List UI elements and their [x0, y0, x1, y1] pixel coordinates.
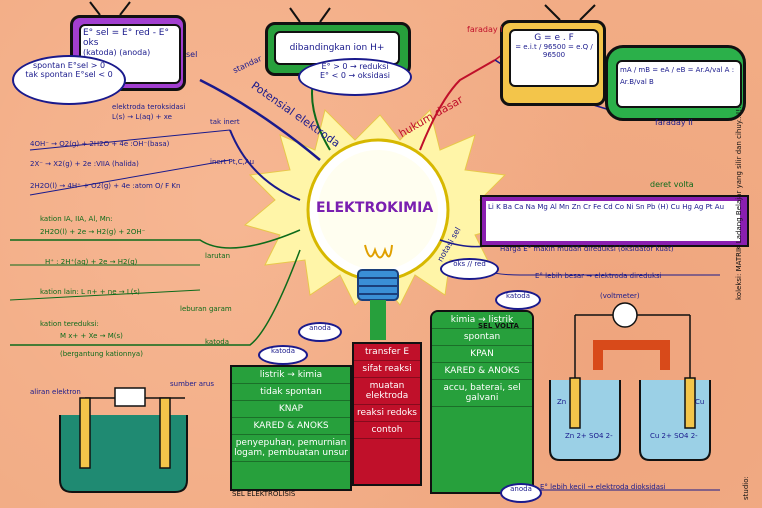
cu-label: Cu — [695, 398, 705, 406]
larutan-label: larutan — [205, 252, 231, 260]
inert-label: inert Pt,C,Au — [210, 158, 255, 166]
elektroda-heading: elektroda teroksidasi — [112, 103, 186, 111]
katoda-left-label: katoda — [205, 338, 229, 346]
elektrolisis-row-4: penyepuhan, pemurnian logam, pembuatan u… — [232, 435, 350, 462]
branch-sel: sel — [186, 50, 198, 59]
elektrolisis-row-1: tidak spontan — [232, 384, 350, 401]
standar-oksidasi: E° < 0 → oksidasi — [319, 71, 390, 80]
center-row-1: sifat reaksi — [354, 361, 420, 378]
standar-text: dibandingkan ion H+ — [289, 43, 385, 53]
anoda-volta-badge: anoda — [500, 483, 542, 503]
kation-4-reaction: M x+ + Xe → M(s) — [60, 332, 123, 340]
spontan-oval: spontan E°sel > 0 tak spontan E°sel < 0 — [12, 55, 126, 105]
electrolysis-beaker-diagram — [59, 387, 188, 493]
bulb-inner — [318, 150, 438, 270]
katoda-badge: katoda — [258, 345, 308, 365]
kation-4: kation tereduksi: — [40, 320, 99, 328]
bergantung-label: (bergantung kationnya) — [60, 350, 143, 358]
tak-spontan-text: tak spontan E°sel < 0 — [25, 70, 113, 79]
faraday-screen: G = e . F = e.i.t / 96500 = e.Q / 96500 — [509, 29, 599, 87]
reaction-1: 4OH⁻ → O2(g) + 2H2O + 4e :OH⁻(basa) — [30, 140, 170, 148]
volta-row-1: spontan — [432, 329, 532, 346]
reaction-3: 2H2O(l) → 4H⁺ + O2(g) + 4e :atom O/ F Kn — [30, 182, 181, 190]
sel-formula: E° sel = E° red - E° oks — [83, 28, 169, 48]
volta-row-4: accu, baterai, sel galvani — [432, 380, 532, 407]
volta-row-3: KARED & ANOKS — [432, 363, 532, 380]
volta-row-0: kimia → listrik — [432, 312, 532, 329]
center-row-2: muatan elektroda — [354, 378, 420, 405]
sumber-label: sumber arus — [170, 380, 215, 388]
faraday-f3: mA / mB = eA / eB = Ar.A/val A : Ar.B/va… — [616, 60, 742, 108]
kation-3: kation lain: L n+ + ne → L(s) — [40, 288, 140, 296]
radio-faraday-2: mA / mB = eA / eB = Ar.A/val A : Ar.B/va… — [605, 45, 746, 121]
kation-1-reaction: 2H2O(l) + 2e → H2(g) + 2OH⁻ — [40, 228, 146, 236]
deret-kecil: E° lebih kecil → elektroda dioksidasi — [540, 483, 666, 491]
voltmeter-label: (voltmeter) — [600, 292, 640, 300]
zn-ion-label: Zn 2+ SO4 2- — [565, 432, 613, 440]
main-title: ELEKTROKIMIA — [316, 200, 434, 216]
faraday-label-1: faraday I — [467, 25, 503, 34]
leburan-label: leburan garam — [180, 305, 232, 313]
deret-besar: E° lebih besar → elektroda direduksi — [535, 272, 662, 280]
volta-cell-diagram — [549, 302, 711, 461]
deret-box: Li K Ba Ca Na Mg Al Mn Zn Cr Fe Cd Co Ni… — [480, 195, 749, 247]
faraday-label-2: faraday II — [655, 118, 693, 127]
sel-formula-sub: (katoda) (anoda) — [83, 48, 151, 57]
bulb-stem — [370, 300, 386, 340]
deret-series: Li K Ba Ca Na Mg Al Mn Zn Cr Fe Cd Co Ni… — [486, 201, 740, 241]
tak-inert-label: tak inert — [210, 118, 240, 126]
aliran-label: aliran elektron — [30, 388, 81, 396]
center-row-3: reaksi redoks — [354, 405, 420, 422]
elektrolisis-row-0: listrik → kimia — [232, 367, 350, 384]
bulb-filament — [364, 244, 393, 259]
faraday-f1: G = e . F — [534, 33, 574, 43]
cu-ion-label: Cu 2+ SO4 2- — [650, 432, 698, 440]
kation-2: H⁺ : 2H⁺(aq) + 2e → H2(g) — [45, 258, 138, 266]
elektroda-l1: L(s) → L(aq) + xe — [112, 113, 172, 121]
credit-koleksi: koleksi: MATRIK Ladang Belajar yang sili… — [735, 105, 743, 300]
elektrolisis-row-3: KARED & ANOKS — [232, 418, 350, 435]
volta-label: SEL VOLTA — [478, 322, 519, 330]
standar-oval: E° > 0 → reduksi E° < 0 → oksidasi — [298, 58, 412, 96]
center-row-4: contoh — [354, 422, 420, 439]
elektrolisis-row-2: KNAP — [232, 401, 350, 418]
deret-note: Harga E° makin mudah direduksi (oksidato… — [500, 245, 674, 253]
credit-studio: studio: — [742, 476, 750, 500]
anoda-badge: anoda — [298, 322, 342, 342]
reaction-2: 2X⁻ → X2(g) + 2e :VIIA (halida) — [30, 160, 139, 168]
zn-label: Zn — [557, 398, 567, 406]
kation-1: kation IA, IIA, Al, Mn: — [40, 215, 113, 223]
spontan-text: spontan E°sel > 0 — [32, 61, 106, 70]
volta-row-2: KPAN — [432, 346, 532, 363]
deret-title: deret volta — [650, 180, 694, 189]
standar-reduksi: E° > 0 → reduksi — [321, 62, 389, 71]
katoda-volta-badge: katoda — [495, 290, 541, 310]
faraday-f2: = e.i.t / 96500 = e.Q / 96500 — [515, 43, 593, 59]
elektrolisis-label: SEL ELEKTROLISIS — [232, 490, 296, 498]
center-row-0: transfer E — [354, 344, 420, 361]
tv-faraday: G = e . F = e.i.t / 96500 = e.Q / 96500 — [500, 20, 606, 106]
oks-red-badge: oks // red — [440, 258, 499, 280]
